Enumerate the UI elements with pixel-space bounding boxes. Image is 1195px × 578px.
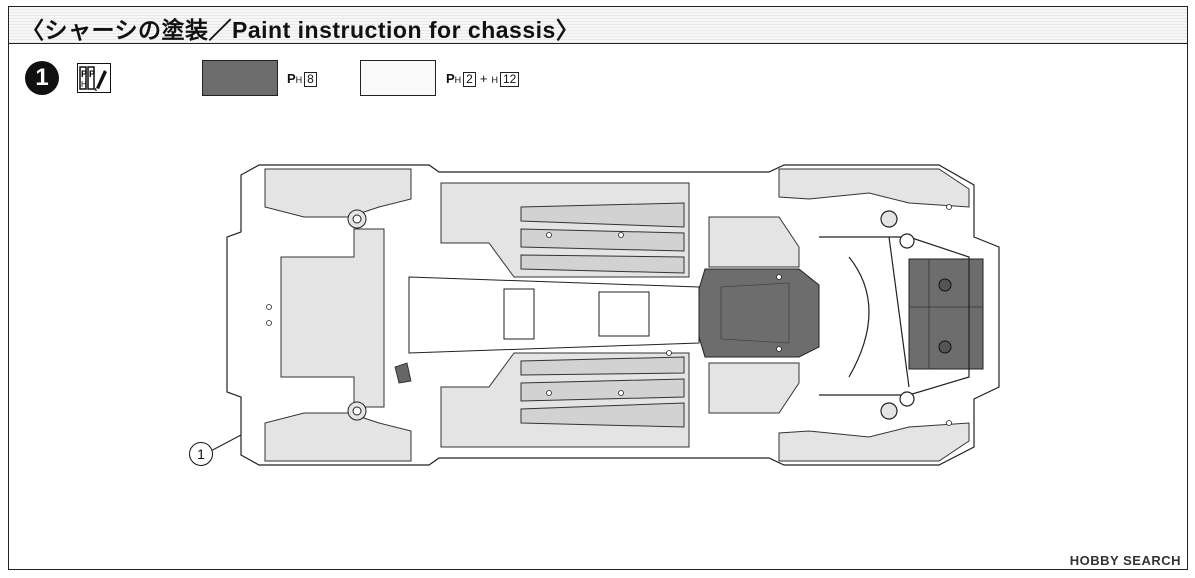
step-number-badge: 1 xyxy=(25,61,59,95)
section-header: 〈シャーシの塗装／Paint instruction for chassis〉 xyxy=(9,7,1187,44)
paint-brush-icon: P H P xyxy=(77,63,111,93)
section-title: 〈シャーシの塗装／Paint instruction for chassis〉 xyxy=(21,17,580,43)
svg-text:P: P xyxy=(81,69,87,79)
instruction-panel: 〈シャーシの塗装／Paint instruction for chassis〉 … xyxy=(8,6,1188,570)
svg-text:H: H xyxy=(81,80,87,89)
paint-swatch-light xyxy=(360,60,436,96)
svg-text:P: P xyxy=(89,69,95,79)
chassis-diagram xyxy=(206,164,1000,466)
part-number-callout: 1 xyxy=(189,442,213,466)
paint-swatch-dark-gray xyxy=(202,60,278,96)
watermark-logo: HOBBY SEARCH xyxy=(1069,553,1181,568)
